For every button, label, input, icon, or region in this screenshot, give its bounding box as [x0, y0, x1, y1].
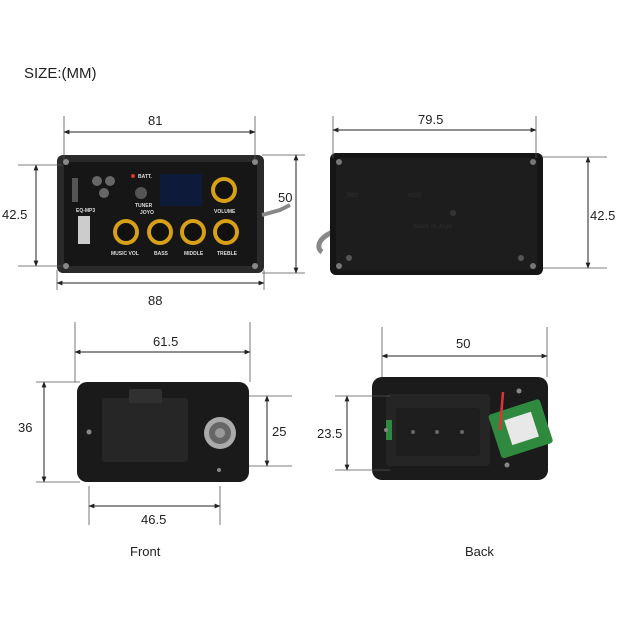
dim-25: 25: [249, 395, 292, 467]
svg-text:50: 50: [278, 190, 292, 205]
svg-text:46.5: 46.5: [141, 512, 166, 527]
svg-text:25: 25: [272, 424, 286, 439]
dim-42-5-right: 42.5: [543, 156, 615, 269]
svg-text:61.5: 61.5: [153, 334, 178, 349]
knob-treble: [213, 219, 239, 245]
back-panel-top: NCG Made in Joyo JM3: [316, 153, 543, 275]
eq-mp3-label: EQ-MP3: [76, 208, 95, 214]
dim-79-5: 79.5: [332, 112, 537, 158]
brand-label: JOYO: [140, 210, 154, 216]
dim-81: 81: [63, 113, 256, 160]
svg-text:42.5: 42.5: [590, 208, 615, 223]
svg-text:36: 36: [18, 420, 32, 435]
svg-text:42.5: 42.5: [2, 207, 27, 222]
back-made-text: Made in Joyo: [414, 224, 452, 230]
volume-label: VOLUME: [214, 209, 236, 215]
knob-bass: [147, 219, 173, 245]
dim-46-5: 46.5: [88, 486, 221, 527]
dim-42-5-left: 42.5: [2, 164, 62, 267]
knob-label: MUSIC VOL: [111, 251, 139, 257]
svg-text:79.5: 79.5: [418, 112, 443, 127]
svg-text:81: 81: [148, 113, 162, 128]
caption-front: Front: [130, 544, 161, 559]
knob-music-vol: [113, 219, 139, 245]
dim-50-bottom: 50: [381, 327, 548, 377]
batt-label: BATT.: [138, 174, 152, 180]
knob-label: MIDDLE: [184, 251, 204, 257]
dim-61-5: 61.5: [74, 322, 251, 382]
tuner-label: TUNER: [135, 203, 153, 209]
size-title: SIZE:(MM): [24, 65, 97, 82]
svg-text:23.5: 23.5: [317, 426, 342, 441]
back-small-text: JM3: [346, 193, 358, 199]
back-battery-box: [372, 377, 553, 480]
knob-label: TREBLE: [217, 251, 238, 257]
dim-88: 88: [56, 270, 265, 308]
knob-label: BASS: [154, 251, 169, 257]
back-model-text: NCG: [408, 193, 422, 199]
svg-text:50: 50: [456, 336, 470, 351]
front-panel-top: EQ-MP3 BATT. TUNER JOYO VOLUME MUSIC VOL…: [57, 155, 291, 273]
knob-middle: [180, 219, 206, 245]
dim-23-5: 23.5: [317, 395, 390, 471]
svg-text:88: 88: [148, 293, 162, 308]
front-battery-box: [77, 382, 249, 482]
dim-36: 36: [18, 381, 80, 483]
dim-50: 50: [262, 154, 305, 274]
caption-back: Back: [465, 544, 494, 559]
